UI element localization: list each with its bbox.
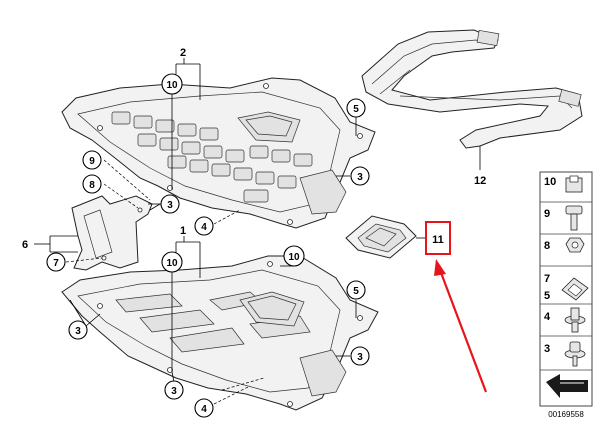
callout-12: 12 <box>474 175 486 187</box>
legend-num-4: 4 <box>544 311 551 323</box>
screw-washer-icon <box>564 341 586 367</box>
arrow-icon <box>546 374 588 398</box>
callout-2: 2 <box>180 47 186 59</box>
legend-num-3: 3 <box>544 343 550 355</box>
callout-3-lower-right: 3 <box>350 346 370 366</box>
side-bracket <box>71 195 153 271</box>
underbody-shield-lower <box>61 255 379 411</box>
callouts: 2 1 6 12 10 5 3 3 4 9 8 7 10 10 5 3 3 3 … <box>22 47 486 418</box>
callout-4-lower: 4 <box>194 398 214 418</box>
legend-num-9: 9 <box>544 208 550 220</box>
callout-3-lower-left: 3 <box>68 320 88 340</box>
legend-num-10: 10 <box>544 176 556 188</box>
callout-4-upper: 4 <box>194 216 214 236</box>
support-frame <box>361 29 583 149</box>
leader-lines <box>34 58 481 405</box>
clip-icon <box>561 277 589 301</box>
highlight-arrow <box>434 259 488 393</box>
callout-10-middle: 10 <box>161 251 183 273</box>
legend-num-8: 8 <box>544 240 550 252</box>
svg-text:3: 3 <box>357 352 363 363</box>
svg-text:4: 4 <box>201 222 207 233</box>
callout-7: 7 <box>46 252 66 272</box>
svg-text:7: 7 <box>53 258 59 269</box>
fastener-legend: 10 9 8 7 5 4 3 <box>539 171 593 407</box>
clip-nut-icon <box>565 175 583 193</box>
expansion-rivet-icon <box>564 307 586 333</box>
callout-1: 1 <box>180 225 186 237</box>
service-cover <box>345 215 417 259</box>
callout-3-upper-left: 3 <box>160 194 180 214</box>
svg-text:3: 3 <box>171 386 177 397</box>
legend-num-5: 5 <box>544 290 550 302</box>
svg-text:10: 10 <box>166 258 178 269</box>
callout-6: 6 <box>22 239 28 251</box>
callout-11-highlighted: 11 <box>425 221 451 255</box>
callout-9: 9 <box>82 150 102 170</box>
callout-10-upper: 10 <box>161 73 183 95</box>
svg-text:4: 4 <box>201 404 207 415</box>
svg-text:8: 8 <box>89 180 95 191</box>
callout-10-right: 10 <box>283 245 305 267</box>
callout-8: 8 <box>82 174 102 194</box>
hex-nut-icon <box>565 237 585 253</box>
callout-3-lower-center: 3 <box>164 380 184 400</box>
callout-5-lower: 5 <box>346 280 366 300</box>
svg-text:10: 10 <box>166 80 178 91</box>
svg-text:10: 10 <box>288 252 300 263</box>
callout-5-upper: 5 <box>346 98 366 118</box>
bolt-icon <box>565 205 583 231</box>
svg-text:9: 9 <box>89 156 95 167</box>
svg-text:11: 11 <box>432 234 444 246</box>
svg-text:3: 3 <box>357 172 363 183</box>
svg-text:5: 5 <box>353 104 359 115</box>
diagram-id: 00169558 <box>548 410 584 419</box>
svg-text:3: 3 <box>75 326 81 337</box>
svg-text:5: 5 <box>353 286 359 297</box>
underbody-shield-upper <box>61 77 376 229</box>
legend-num-7: 7 <box>544 273 550 285</box>
callout-3-upper-right: 3 <box>350 166 370 186</box>
svg-text:3: 3 <box>167 200 173 211</box>
